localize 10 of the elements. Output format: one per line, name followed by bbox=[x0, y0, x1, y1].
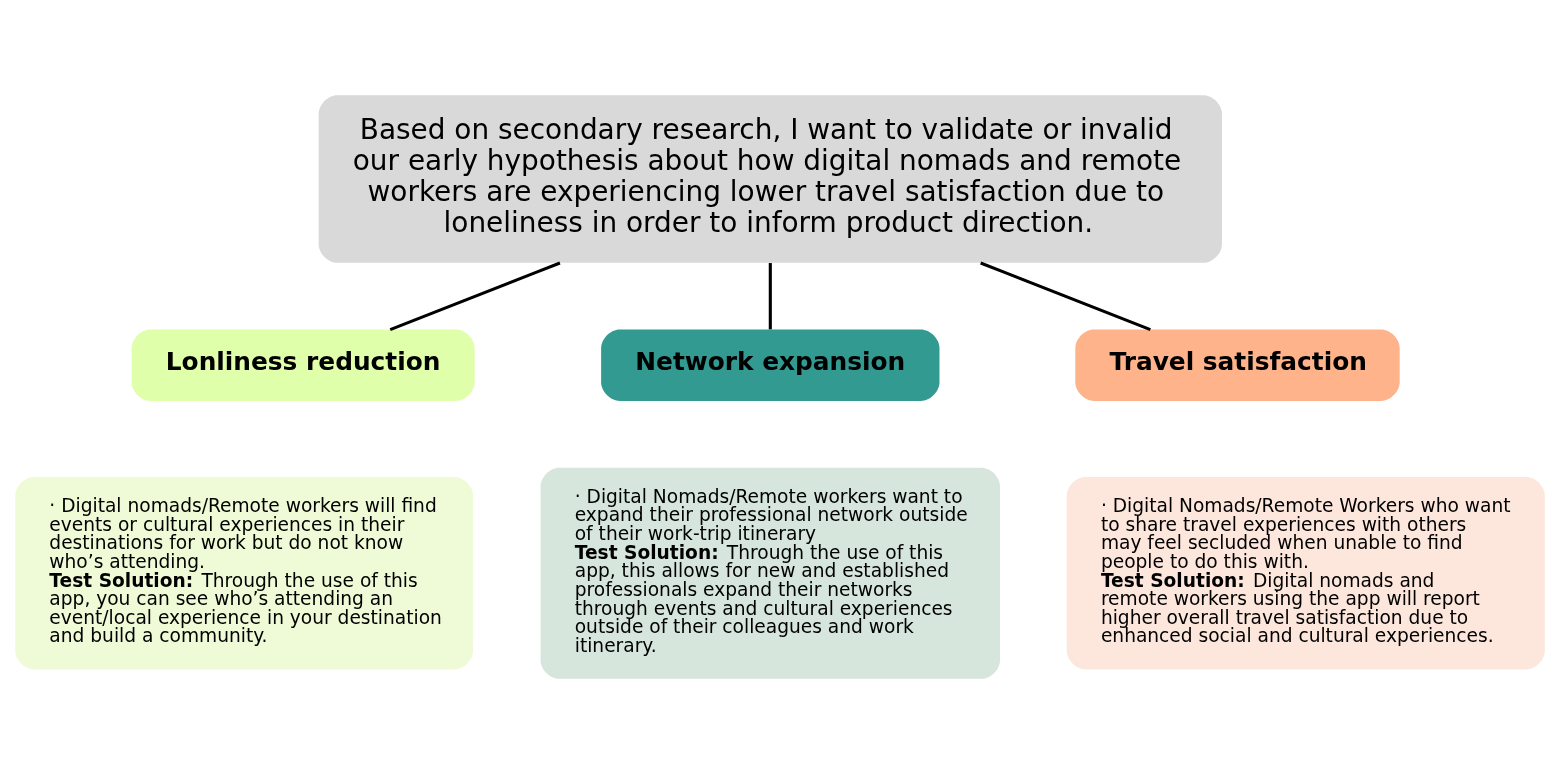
connector bbox=[389, 261, 561, 331]
node-box: Travel satisfaction bbox=[1075, 329, 1400, 401]
node-box: Based on secondary research, I want to validate or invalid our early hypothesis about how digital nomads and remote workers are experiencing lower travel satisfaction due to loneliness in order to inform product direction. bbox=[318, 94, 1222, 263]
node-box: · Digital Nomads/Remote workers want to expand their professional network outside of their work-trip itinerary Test Solution: Through the use of this app, this allows for new and established professionals expand their networks through events and cultural experiences outside of their colleagues and work itinerary. bbox=[540, 467, 1000, 679]
node-box: Lonliness reduction bbox=[131, 329, 475, 401]
connector bbox=[768, 262, 772, 329]
node-box: · Digital nomads/Remote workers will find events or cultural experiences in their destinations for work but do not know who’s attending. Test Solution: Through the use of this app, you can see who’s attending an event/local experience in your destination and build a community. bbox=[15, 476, 474, 669]
node-box: · Digital Nomads/Remote Workers who want to share travel experiences with others may feel secluded when unable to find people to do this with. Test Solution: Digital nomads and remote workers using the app will report higher overall travel satisfaction due to enhanced social and cultural experiences. bbox=[1066, 476, 1545, 669]
connector bbox=[980, 261, 1151, 331]
node-box: Network expansion bbox=[601, 329, 940, 401]
